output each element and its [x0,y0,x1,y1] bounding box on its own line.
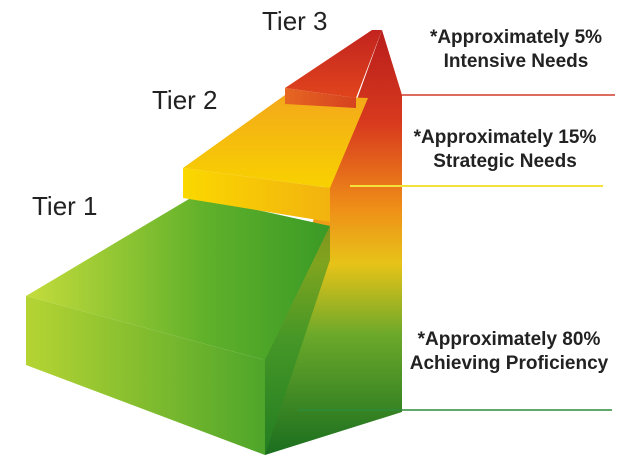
tier1-note: *Approximately 80% Achieving Proficiency [395,328,623,376]
tier3-note: *Approximately 5% Intensive Needs [416,26,616,74]
tier2-note-description: Strategic Needs [433,150,577,172]
tier2-label: Tier 2 [152,85,218,115]
tier1-label: Tier 1 [32,191,98,221]
tier3-label: Tier 3 [262,6,328,36]
tier2-top [183,95,368,188]
tier3-front [285,88,356,108]
tier1-note-percent: *Approximately 80% [417,329,601,350]
tier1-front [26,296,265,455]
tier1-side [265,226,330,455]
tier2-front [183,168,330,222]
tier1-note-description: Achieving Proficiency [409,352,609,374]
tier3-note-percent: *Approximately 5% [429,27,603,48]
tier2-note-percent: *Approximately 15% [413,127,597,148]
tier1-top [26,196,330,360]
tier3-top [285,30,382,98]
tier3-note-description: Intensive Needs [443,50,589,72]
tier2-note: *Approximately 15% Strategic Needs [405,126,605,174]
